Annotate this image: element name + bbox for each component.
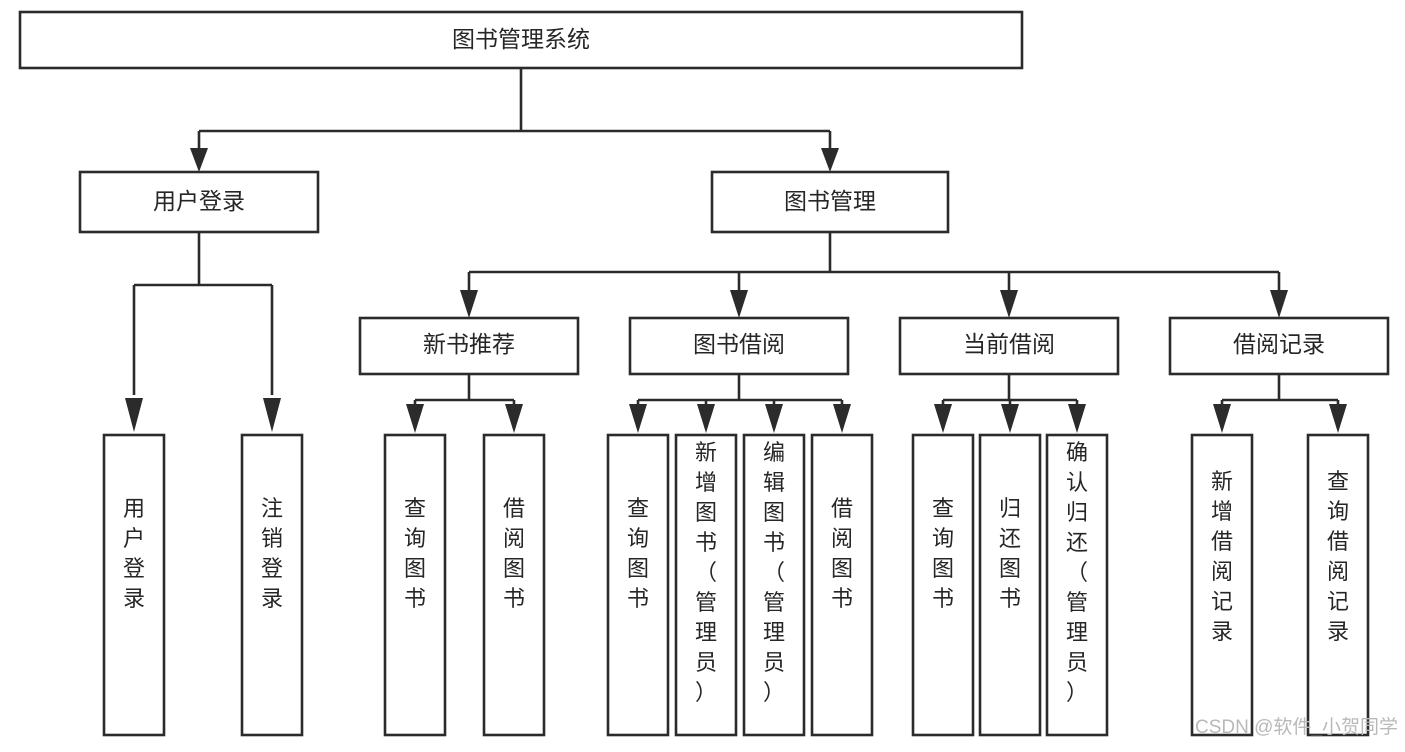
leaf-borrowrecord-query-label: 查询借阅记录: [1327, 469, 1349, 644]
leaf-currentborrow-return-box[interactable]: [978, 433, 1042, 737]
leaf-currentborrow-confirm-box[interactable]: [1045, 433, 1109, 737]
leaf-bookborrow-borrow-label: 借阅图书: [831, 496, 853, 611]
arrow-head-leaf-newbook-1: [406, 404, 424, 433]
arrow-head-leaf-bookborrow-3: [765, 404, 783, 433]
leaf-currentborrow-query-box[interactable]: [911, 433, 975, 737]
node-book-management-label: 图书管理: [784, 188, 876, 214]
leaf-node[interactable]: 编辑图书（管理员）: [742, 433, 806, 737]
arrow-head-leaf-user-login-2: [263, 398, 281, 432]
leaf-bookborrow-borrow-box[interactable]: [810, 433, 874, 737]
node-user-login-box[interactable]: [78, 170, 320, 234]
leaf-newbook-query-box[interactable]: [383, 433, 447, 737]
leaf-newbook-borrow-box[interactable]: [482, 433, 546, 737]
leaf-node[interactable]: 借阅图书: [482, 433, 546, 737]
node-book-borrow[interactable]: 图书借阅: [628, 316, 850, 376]
node-user-login-label: 用户登录: [153, 188, 245, 214]
node-borrow-record-box[interactable]: [1168, 316, 1390, 376]
leaf-bookborrow-query-label: 查询图书: [627, 496, 649, 611]
leaf-node[interactable]: 查询图书: [383, 433, 447, 737]
leaf-node[interactable]: 归还图书: [978, 433, 1042, 737]
connector-layer: [125, 68, 1347, 433]
node-new-book-recommend[interactable]: 新书推荐: [358, 316, 580, 376]
leaf-bookborrow-edit-box[interactable]: [742, 433, 806, 737]
arrow-head-leaf-borrowrecord-1: [1213, 404, 1231, 433]
leaf-user-login-label: 用户登录: [123, 496, 145, 611]
arrow-head-leaf-currentborrow-1: [934, 404, 952, 433]
arrow-head-leaf-user-login-1: [125, 398, 143, 432]
node-book-management[interactable]: 图书管理: [710, 170, 950, 234]
leaf-node[interactable]: 注销登录: [240, 433, 304, 737]
arrow-head-leaf-newbook-2: [505, 404, 523, 433]
node-root-label: 图书管理系统: [452, 26, 590, 52]
arrow-head-leaf-currentborrow-2: [1001, 404, 1019, 433]
node-borrow-record[interactable]: 借阅记录: [1168, 316, 1390, 376]
node-borrow-record-label: 借阅记录: [1233, 331, 1325, 357]
leaf-logout-box[interactable]: [240, 433, 304, 737]
leaf-currentborrow-return-label: 归还图书: [999, 496, 1021, 611]
leaf-node[interactable]: 查询图书: [606, 433, 670, 737]
arrow-head-current-borrow: [1000, 290, 1018, 318]
leaf-node[interactable]: 查询图书: [911, 433, 975, 737]
leaf-node[interactable]: 用户登录: [102, 433, 166, 737]
node-book-management-box[interactable]: [710, 170, 950, 234]
leaf-borrowrecord-add-label: 新增借阅记录: [1211, 469, 1233, 644]
arrow-head-leaf-bookborrow-4: [833, 404, 851, 433]
leaf-node[interactable]: 确认归还（管理员）: [1045, 433, 1109, 737]
node-new-book-recommend-box[interactable]: [358, 316, 580, 376]
leaf-node[interactable]: 借阅图书: [810, 433, 874, 737]
leaf-currentborrow-confirm-label: 确认归还（管理员）: [1066, 440, 1088, 705]
node-current-borrow-box[interactable]: [898, 316, 1120, 376]
node-root[interactable]: 图书管理系统: [18, 10, 1024, 70]
leaf-bookborrow-add-label: 新增图书（管理员）: [695, 440, 717, 705]
node-book-borrow-box[interactable]: [628, 316, 850, 376]
leaf-bookborrow-edit-label: 编辑图书（管理员）: [763, 440, 785, 705]
leaf-node[interactable]: 新增图书（管理员）: [674, 433, 738, 737]
arrow-head-book-borrow: [730, 290, 748, 318]
leaf-borrowrecord-query-box[interactable]: [1306, 433, 1370, 737]
node-book-borrow-label: 图书借阅: [693, 331, 785, 357]
arrow-head-leaf-borrowrecord-2: [1329, 404, 1347, 433]
leaf-node[interactable]: 新增借阅记录: [1190, 433, 1254, 737]
watermark-label: CSDN @软件_小贺同学: [1195, 716, 1398, 738]
leaf-node[interactable]: 查询借阅记录: [1306, 433, 1370, 737]
leaf-currentborrow-query-label: 查询图书: [932, 496, 954, 611]
leaf-newbook-borrow-label: 借阅图书: [503, 496, 525, 611]
node-current-borrow-label: 当前借阅: [963, 331, 1055, 357]
leaf-newbook-query-label: 查询图书: [404, 496, 426, 611]
node-current-borrow[interactable]: 当前借阅: [898, 316, 1120, 376]
leaf-borrowrecord-add-box[interactable]: [1190, 433, 1254, 737]
leaf-bookborrow-add-box[interactable]: [674, 433, 738, 737]
arrow-head-leaf-bookborrow-1: [629, 404, 647, 433]
node-user-login[interactable]: 用户登录: [78, 170, 320, 234]
leaf-user-login-box[interactable]: [102, 433, 166, 737]
arrow-head-new-book: [460, 290, 478, 318]
arrow-head-borrow-record: [1270, 290, 1288, 318]
node-new-book-recommend-label: 新书推荐: [423, 331, 515, 357]
arrow-head-user-login: [190, 148, 208, 172]
leaf-bookborrow-query-box[interactable]: [606, 433, 670, 737]
leaf-logout-label: 注销登录: [261, 496, 283, 611]
arrow-head-leaf-currentborrow-3: [1068, 404, 1086, 433]
node-root-box[interactable]: [18, 10, 1024, 70]
arrow-head-leaf-bookborrow-2: [697, 404, 715, 433]
arrow-head-book-mgmt: [821, 148, 839, 172]
